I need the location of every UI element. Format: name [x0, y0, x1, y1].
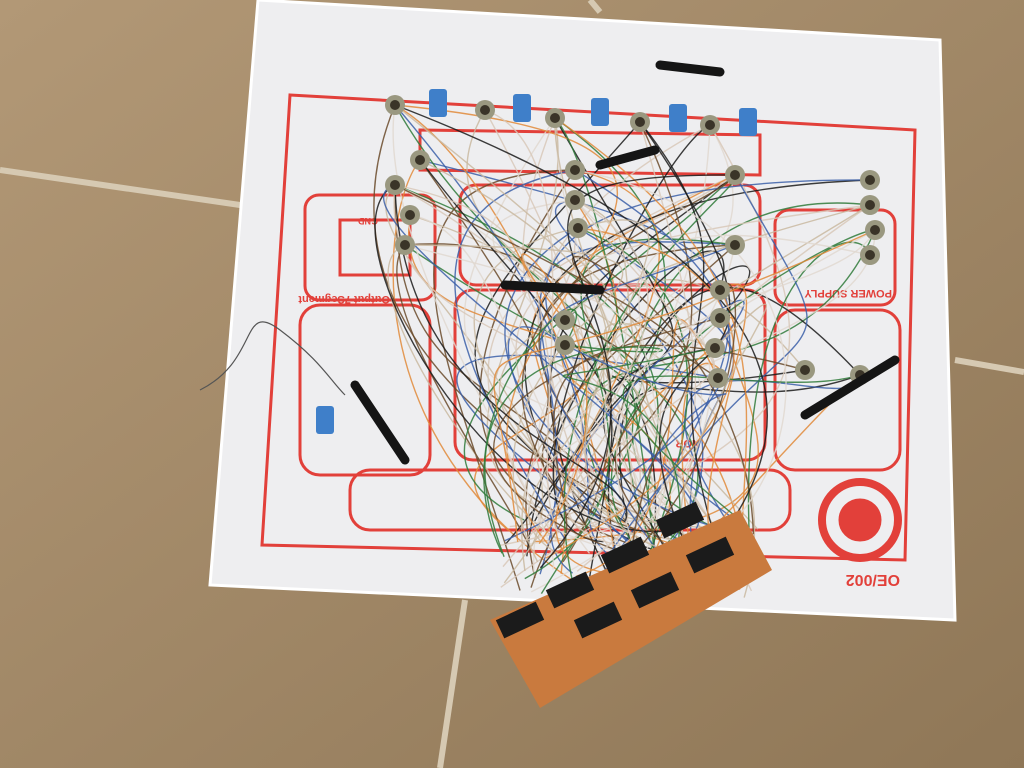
- wire: [564, 344, 739, 531]
- wire: [396, 244, 530, 547]
- wire: [639, 121, 724, 561]
- wire: [500, 319, 653, 546]
- wire: [545, 227, 735, 559]
- wire: [483, 308, 578, 554]
- wire: [521, 174, 736, 529]
- wire: [394, 184, 628, 521]
- switch-icon: [513, 94, 531, 122]
- label-gnd: GND: [358, 216, 379, 226]
- wire: [486, 117, 606, 530]
- wire: [552, 124, 711, 543]
- heat-shrink-tubes: [350, 60, 900, 465]
- wire: [580, 314, 719, 523]
- wire: [615, 229, 876, 565]
- ic-socket-icon: [573, 601, 623, 639]
- wire: [383, 184, 700, 529]
- wire: [484, 109, 559, 533]
- wire: [539, 244, 736, 594]
- wire: [500, 124, 791, 588]
- ic-socket-icon: [600, 536, 650, 574]
- wire: [562, 347, 716, 579]
- wire: [552, 344, 806, 549]
- banana-jacks: [385, 95, 885, 388]
- wire: [503, 204, 871, 584]
- wire: [387, 244, 565, 541]
- switch-icon: [316, 406, 334, 434]
- wire: [392, 104, 555, 570]
- wire: [534, 117, 674, 522]
- label-power-supply: POWER SUPPLY: [804, 287, 892, 299]
- wire: [564, 319, 722, 592]
- switch-icon: [429, 89, 447, 117]
- wire: [574, 199, 715, 555]
- wire: [484, 344, 663, 558]
- wire: [555, 169, 660, 574]
- wire: [404, 244, 624, 563]
- switch-icon: [591, 98, 609, 126]
- wire: [554, 117, 654, 547]
- perfboard: [490, 501, 772, 708]
- slide-switches: [316, 89, 757, 434]
- wire: [533, 229, 876, 577]
- wire: [554, 117, 716, 526]
- wire: [394, 104, 618, 545]
- ic-socket-icon: [655, 501, 705, 539]
- wire: [433, 169, 576, 591]
- wire: [493, 229, 876, 542]
- wire: [574, 169, 787, 543]
- switch-icon: [739, 108, 757, 136]
- ic-socket-icon: [630, 571, 680, 609]
- wire: [571, 255, 755, 535]
- label-model-code: OE/002: [846, 571, 900, 588]
- wire: [374, 184, 662, 533]
- wire: [394, 184, 691, 542]
- wire-bundle: [199, 104, 876, 600]
- wire: [747, 241, 871, 575]
- label-output-7segment: Output 7Segment: [298, 293, 390, 305]
- wire: [394, 184, 642, 575]
- wire: [463, 117, 638, 540]
- wire: [454, 169, 576, 540]
- wire: [622, 374, 861, 528]
- ic-socket-icon: [495, 601, 545, 639]
- wire: [564, 344, 727, 522]
- wire: [522, 117, 641, 554]
- ic-socket-icon: [685, 536, 735, 574]
- wire: [639, 121, 731, 560]
- wire: [563, 174, 737, 597]
- wire: [456, 354, 719, 564]
- ic-socket-icon: [545, 571, 595, 609]
- wire: [409, 214, 708, 548]
- wire: [504, 169, 731, 542]
- switch-icon: [669, 104, 687, 132]
- wire: [566, 199, 649, 550]
- wire: [504, 286, 861, 546]
